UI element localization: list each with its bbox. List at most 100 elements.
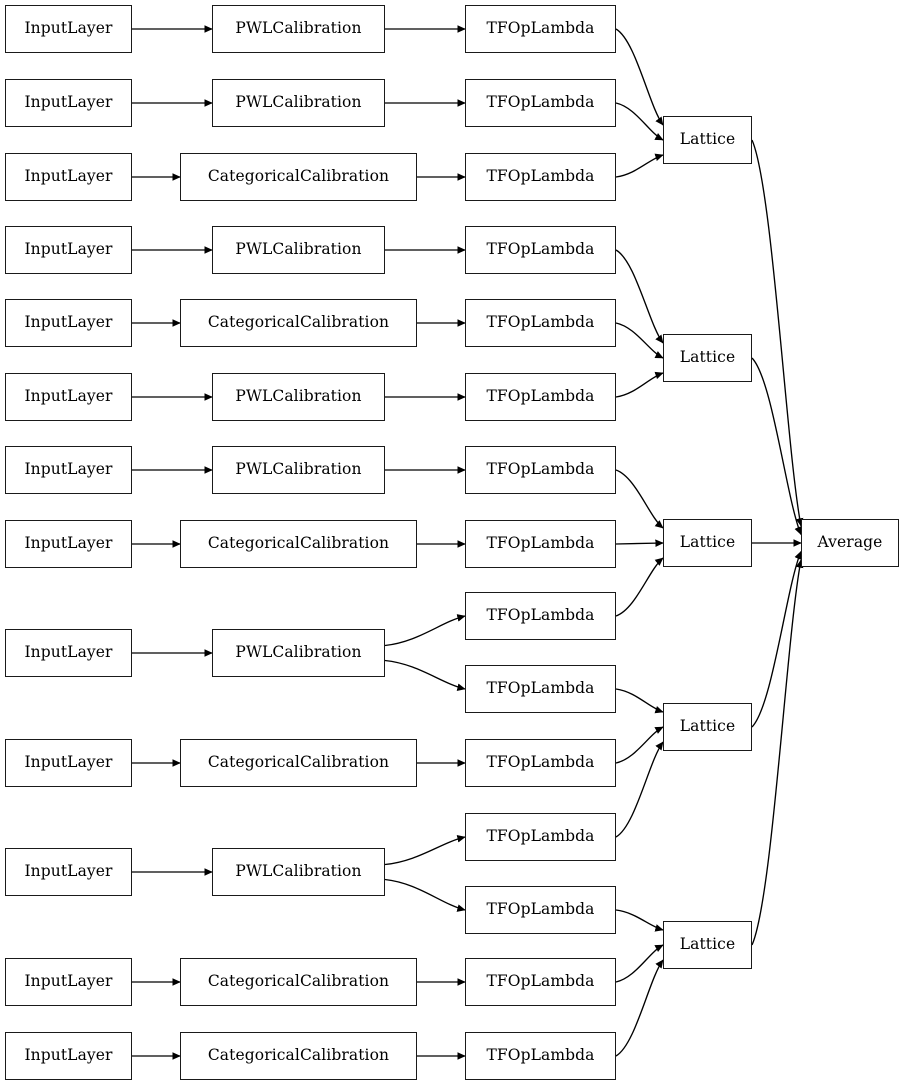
graph-node-lat5[interactable]: Lattice <box>663 921 752 969</box>
graph-node-in2[interactable]: InputLayer <box>5 79 132 127</box>
graph-node-in7[interactable]: InputLayer <box>5 446 132 494</box>
graph-node-label: CategoricalCalibration <box>207 313 390 332</box>
graph-node-label: TFOpLambda <box>486 972 595 991</box>
graph-node-cal4[interactable]: PWLCalibration <box>212 226 385 274</box>
graph-node-cal2[interactable]: PWLCalibration <box>212 79 385 127</box>
graph-node-label: TFOpLambda <box>486 19 595 38</box>
graph-edge-op9-to-lat3 <box>615 557 664 617</box>
graph-node-label: InputLayer <box>24 643 113 662</box>
graph-node-op9[interactable]: TFOpLambda <box>465 592 616 640</box>
graph-node-op15[interactable]: TFOpLambda <box>465 1032 616 1080</box>
graph-node-label: Lattice <box>679 348 736 367</box>
graph-node-label: InputLayer <box>24 387 113 406</box>
graph-edge-lat1-to-avg <box>751 139 804 527</box>
graph-node-in4[interactable]: InputLayer <box>5 226 132 274</box>
graph-node-op11[interactable]: TFOpLambda <box>465 739 616 787</box>
graph-node-op2[interactable]: TFOpLambda <box>465 79 616 127</box>
graph-node-in9[interactable]: InputLayer <box>5 629 132 677</box>
graph-edge-lat2-to-avg <box>751 357 802 536</box>
graph-edge-op5-to-lat2 <box>615 322 664 359</box>
graph-edge-op11-to-lat4 <box>615 726 664 764</box>
graph-edge-cal9-to-op9 <box>384 614 466 647</box>
graph-node-label: CategoricalCalibration <box>207 1046 390 1065</box>
graph-edge-cal9-to-op10 <box>384 659 466 691</box>
graph-node-cal12[interactable]: CategoricalCalibration <box>180 958 417 1006</box>
graph-node-op14[interactable]: TFOpLambda <box>465 958 616 1006</box>
graph-node-op3[interactable]: TFOpLambda <box>465 153 616 201</box>
graph-node-label: InputLayer <box>24 1046 113 1065</box>
graph-node-in8[interactable]: InputLayer <box>5 520 132 568</box>
graph-node-label: PWLCalibration <box>235 240 362 259</box>
graph-node-label: PWLCalibration <box>235 19 362 38</box>
graph-node-label: PWLCalibration <box>235 862 362 881</box>
graph-node-avg[interactable]: Average <box>801 519 899 567</box>
graph-edge-op6-to-lat2 <box>615 371 664 398</box>
graph-node-label: TFOpLambda <box>486 313 595 332</box>
graph-node-op10[interactable]: TFOpLambda <box>465 665 616 713</box>
graph-edge-cal11-to-op12 <box>384 834 466 866</box>
graph-node-cal13[interactable]: CategoricalCalibration <box>180 1032 417 1080</box>
graph-node-cal9[interactable]: PWLCalibration <box>212 629 385 677</box>
graph-node-in5[interactable]: InputLayer <box>5 299 132 347</box>
graph-node-label: CategoricalCalibration <box>207 534 390 553</box>
graph-node-op4[interactable]: TFOpLambda <box>465 226 616 274</box>
graph-node-op8[interactable]: TFOpLambda <box>465 520 616 568</box>
graph-node-cal6[interactable]: PWLCalibration <box>212 373 385 421</box>
graph-node-label: InputLayer <box>24 460 113 479</box>
graph-node-cal8[interactable]: CategoricalCalibration <box>180 520 417 568</box>
graph-node-label: TFOpLambda <box>486 167 595 186</box>
graph-node-in13[interactable]: InputLayer <box>5 1032 132 1080</box>
graph-node-lat3[interactable]: Lattice <box>663 519 752 567</box>
graph-node-in12[interactable]: InputLayer <box>5 958 132 1006</box>
graph-node-in1[interactable]: InputLayer <box>5 5 132 53</box>
graph-node-label: TFOpLambda <box>486 93 595 112</box>
graph-node-label: InputLayer <box>24 534 113 553</box>
graph-node-cal1[interactable]: PWLCalibration <box>212 5 385 53</box>
graph-edge-cal11-to-op13 <box>384 878 466 912</box>
graph-node-op12[interactable]: TFOpLambda <box>465 813 616 861</box>
graph-node-in10[interactable]: InputLayer <box>5 739 132 787</box>
graph-node-label: InputLayer <box>24 862 113 881</box>
graph-node-cal10[interactable]: CategoricalCalibration <box>180 739 417 787</box>
graph-node-label: PWLCalibration <box>235 387 362 406</box>
graph-node-label: InputLayer <box>24 753 113 772</box>
graph-edge-op7-to-lat3 <box>615 469 664 529</box>
graph-node-op13[interactable]: TFOpLambda <box>465 886 616 934</box>
graph-node-label: TFOpLambda <box>486 460 595 479</box>
graph-node-label: TFOpLambda <box>486 606 595 625</box>
graph-node-op7[interactable]: TFOpLambda <box>465 446 616 494</box>
graph-node-cal5[interactable]: CategoricalCalibration <box>180 299 417 347</box>
graph-edge-op4-to-lat2 <box>615 249 664 344</box>
graph-edge-lat5-to-avg <box>751 559 804 946</box>
graph-node-in3[interactable]: InputLayer <box>5 153 132 201</box>
graph-node-label: PWLCalibration <box>235 643 362 662</box>
graph-node-op6[interactable]: TFOpLambda <box>465 373 616 421</box>
graph-node-label: Lattice <box>679 717 736 736</box>
graph-node-label: PWLCalibration <box>235 93 362 112</box>
graph-node-label: InputLayer <box>24 93 113 112</box>
graph-node-lat1[interactable]: Lattice <box>663 116 752 164</box>
graph-edge-lat4-to-avg <box>751 550 802 728</box>
graph-node-in6[interactable]: InputLayer <box>5 373 132 421</box>
graph-node-label: Average <box>817 533 883 552</box>
graph-node-label: Lattice <box>679 935 736 954</box>
graph-edge-op14-to-lat5 <box>615 944 664 983</box>
graph-node-lat4[interactable]: Lattice <box>663 703 752 751</box>
graph-node-op1[interactable]: TFOpLambda <box>465 5 616 53</box>
graph-edge-op15-to-lat5 <box>615 959 664 1057</box>
graph-node-label: PWLCalibration <box>235 460 362 479</box>
graph-node-op5[interactable]: TFOpLambda <box>465 299 616 347</box>
graph-node-in11[interactable]: InputLayer <box>5 848 132 896</box>
graph-node-label: TFOpLambda <box>486 753 595 772</box>
graph-node-label: TFOpLambda <box>486 827 595 846</box>
graph-node-cal11[interactable]: PWLCalibration <box>212 848 385 896</box>
graph-node-label: TFOpLambda <box>486 387 595 406</box>
graph-node-cal7[interactable]: PWLCalibration <box>212 446 385 494</box>
graph-node-cal3[interactable]: CategoricalCalibration <box>180 153 417 201</box>
graph-node-label: InputLayer <box>24 972 113 991</box>
graph-node-label: Lattice <box>679 533 736 552</box>
graph-node-lat2[interactable]: Lattice <box>663 334 752 382</box>
graph-node-label: TFOpLambda <box>486 1046 595 1065</box>
graph-node-label: TFOpLambda <box>486 534 595 553</box>
graph-edge-op2-to-lat1 <box>615 102 664 141</box>
